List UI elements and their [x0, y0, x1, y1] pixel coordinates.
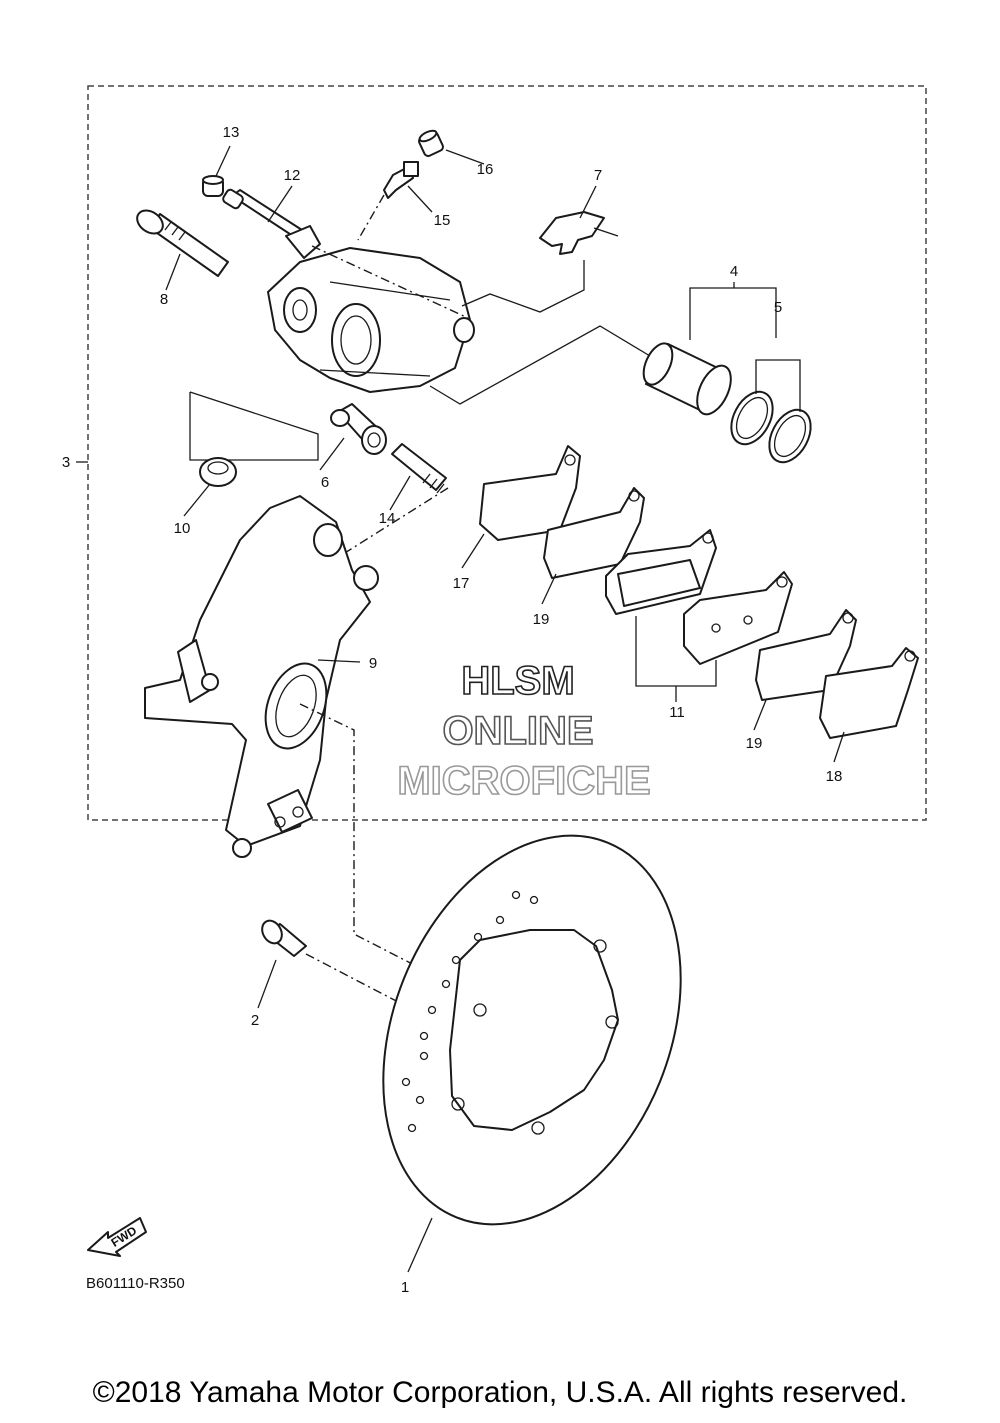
- callout-leaders: [165, 145, 845, 1273]
- part-18-shim[interactable]: [819, 647, 919, 739]
- callout-12: 12: [284, 167, 301, 184]
- part-6-sleeve[interactable]: [330, 403, 387, 455]
- part-10-boot[interactable]: [199, 457, 237, 487]
- callout-11: 11: [669, 704, 685, 721]
- callout-2: 2: [251, 1012, 259, 1029]
- part-19-shim-upper[interactable]: [543, 487, 645, 579]
- part-1-brake-disc[interactable]: [328, 791, 735, 1269]
- part-15-bleed-screw[interactable]: [383, 161, 419, 199]
- callout-16: 16: [477, 161, 494, 178]
- callout-13: 13: [223, 124, 240, 141]
- svg-text:MICROFICHE: MICROFICHE: [397, 759, 650, 803]
- callout-14: 14: [379, 510, 396, 527]
- part-5-seals[interactable]: [723, 385, 819, 469]
- part-16-cap[interactable]: [418, 129, 445, 158]
- part-14-slide-pin[interactable]: [391, 443, 447, 494]
- copyright-notice: ©2018 Yamaha Motor Corporation, U.S.A. A…: [92, 1376, 908, 1409]
- callout-19a: 19: [533, 611, 550, 628]
- callout-19b: 19: [746, 735, 763, 752]
- part-13-cap[interactable]: [202, 175, 224, 197]
- part-12-pin[interactable]: [222, 188, 303, 239]
- watermark: HLSM ONLINE MICROFICHE: [397, 658, 652, 804]
- callout-17: 17: [453, 575, 470, 592]
- callout-15: 15: [434, 212, 451, 229]
- callout-1: 1: [401, 1279, 409, 1296]
- part-11-pad-inner[interactable]: [605, 529, 717, 615]
- callout-5: 5: [774, 299, 782, 316]
- caliper-assembly-box: [87, 85, 927, 821]
- fwd-arrow-icon: FWD: [87, 1217, 147, 1257]
- callout-9: 9: [369, 655, 377, 672]
- callout-8: 8: [160, 291, 168, 308]
- callout-18: 18: [826, 768, 843, 785]
- part-4-piston[interactable]: [638, 339, 738, 419]
- part-9-bracket[interactable]: [144, 495, 379, 858]
- callout-6: 6: [321, 474, 329, 491]
- svg-text:HLSM: HLSM: [461, 659, 574, 703]
- part-7-pad-spring[interactable]: [539, 211, 619, 255]
- part-11-pad-outer[interactable]: [683, 571, 793, 665]
- callout-labels: 1 2 3 4 5 6 7 8 9 10 11 12 13 14 15 16 1…: [62, 124, 843, 1296]
- part-2-screw[interactable]: [258, 917, 307, 957]
- part-17-shim[interactable]: [479, 445, 581, 541]
- callout-10: 10: [174, 520, 191, 537]
- diagram-code: B601110-R350: [86, 1275, 185, 1292]
- svg-text:ONLINE: ONLINE: [442, 709, 593, 753]
- part-8-bolt[interactable]: [133, 206, 229, 277]
- caliper-body[interactable]: [267, 225, 475, 393]
- callout-7: 7: [594, 167, 602, 184]
- callout-4: 4: [730, 263, 738, 280]
- callout-3: 3: [62, 454, 70, 471]
